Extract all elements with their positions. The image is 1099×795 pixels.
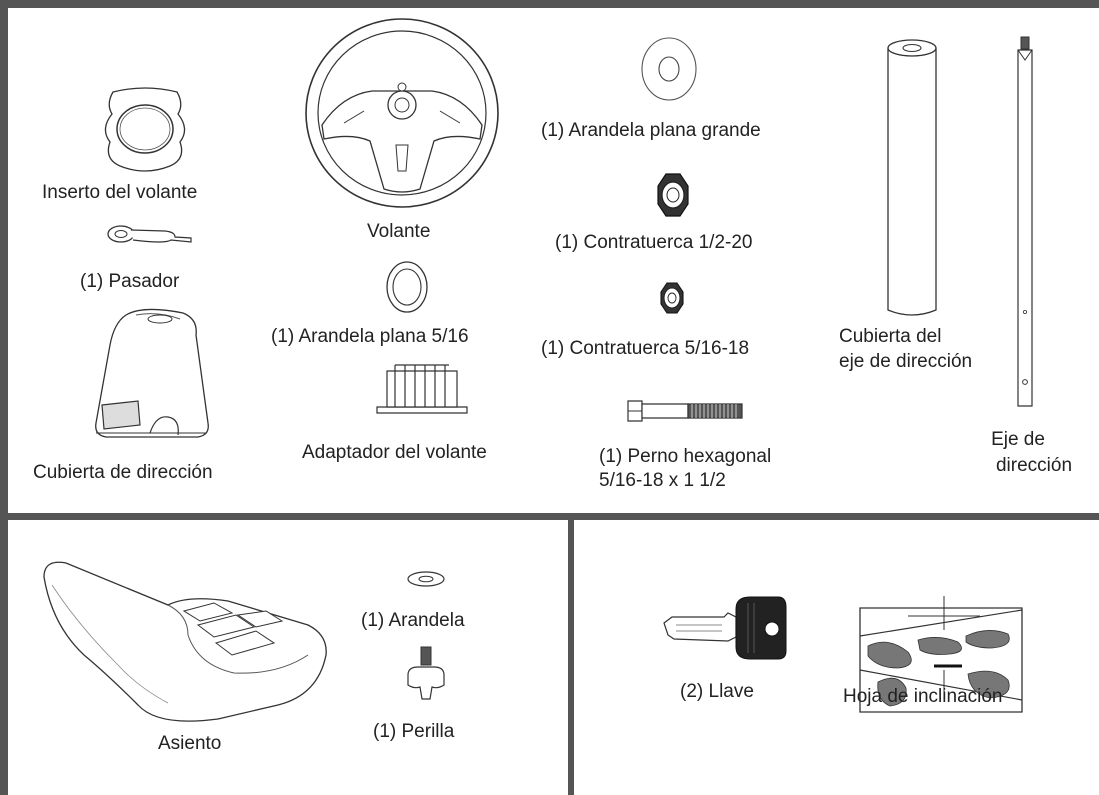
- hex-bolt-label-line1: (1) Perno hexagonal: [599, 446, 772, 467]
- slope-sheet-label: Hoja de inclinación: [843, 686, 1003, 707]
- steering-cover-icon: [88, 305, 213, 445]
- large-washer-icon: [640, 36, 698, 102]
- shaft-cover-label-line2: eje de dirección: [839, 351, 973, 372]
- frame-top-border: [0, 0, 1099, 8]
- key-icon: [662, 595, 788, 661]
- small-locknut-label: (1) Contratuerca 5/16-18: [541, 338, 750, 359]
- steering-shaft-icon: [1014, 36, 1036, 410]
- seat-icon: [38, 555, 330, 727]
- locknut-icon: [656, 172, 690, 218]
- pin-icon: [105, 222, 197, 250]
- section-divider-horizontal: [0, 513, 1099, 520]
- knob-icon: [404, 645, 448, 703]
- knob-label: (1) Perilla: [373, 721, 455, 742]
- small-washer-icon: [385, 260, 429, 314]
- shaft-cover-icon: [885, 38, 939, 320]
- wheel-insert-label: Inserto del volante: [42, 182, 198, 203]
- wheel-insert-icon: [98, 84, 192, 174]
- washer-icon: [406, 570, 446, 588]
- small-locknut-icon: [659, 281, 685, 315]
- steering-cover-label: Cubierta de dirección: [33, 462, 213, 483]
- slope-sheet-icon: [858, 596, 1026, 716]
- seat-label: Asiento: [158, 733, 222, 754]
- small-washer-label: (1) Arandela plana 5/16: [271, 326, 469, 347]
- pin-label: (1) Pasador: [80, 271, 180, 292]
- frame-left-border: [0, 0, 8, 795]
- hex-bolt-label-line2: 5/16-18 x 1 1/2: [599, 470, 726, 491]
- hex-bolt-icon: [626, 398, 744, 424]
- steering-shaft-label-line2: dirección: [995, 455, 1073, 476]
- shaft-cover-label-line1: Cubierta del: [839, 326, 942, 347]
- large-washer-label: (1) Arandela plana grande: [541, 120, 761, 141]
- wheel-label: Volante: [367, 221, 431, 242]
- key-label: (2) Llave: [680, 681, 754, 702]
- steering-wheel-icon: [302, 15, 502, 212]
- locknut-label: (1) Contratuerca 1/2-20: [555, 232, 753, 253]
- washer-label: (1) Arandela: [361, 610, 465, 631]
- steering-shaft-label-line1: Eje de: [991, 429, 1045, 450]
- wheel-adapter-label: Adaptador del volante: [302, 442, 487, 463]
- section-divider-vertical: [568, 520, 574, 795]
- wheel-adapter-icon: [375, 363, 469, 418]
